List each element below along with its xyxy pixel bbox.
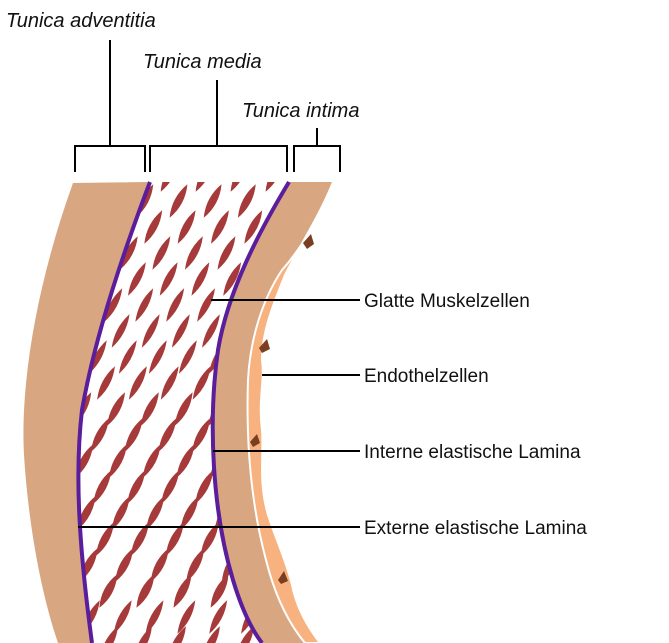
intima-bracket bbox=[294, 128, 340, 172]
endothelial-label: Endothelzellen bbox=[364, 366, 489, 387]
external-lamina-label: Externe elastische Lamina bbox=[364, 518, 587, 539]
adventitia-bracket bbox=[75, 40, 145, 172]
media-title: Tunica media bbox=[143, 51, 262, 73]
adventitia-title: Tunica adventitia bbox=[6, 10, 156, 32]
intima-title: Tunica intima bbox=[242, 100, 359, 122]
internal-lamina-label: Interne elastische Lamina bbox=[364, 442, 581, 463]
smooth-muscle-label: Glatte Muskelzellen bbox=[364, 291, 530, 312]
media-bracket bbox=[150, 80, 287, 172]
